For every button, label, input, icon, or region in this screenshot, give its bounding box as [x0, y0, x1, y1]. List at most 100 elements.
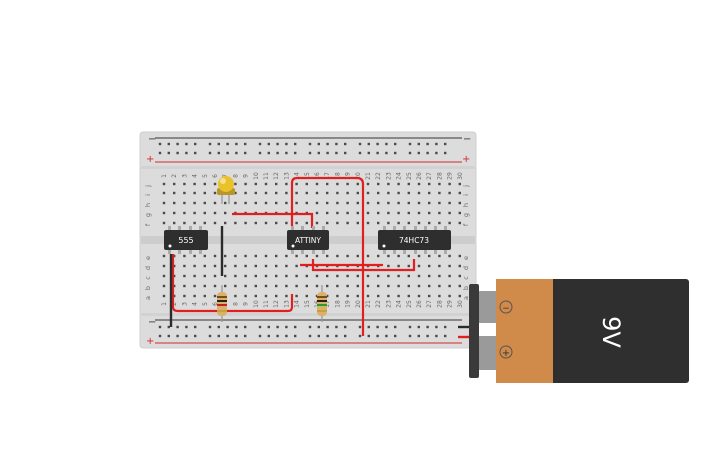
breadboard-hole[interactable] — [305, 221, 308, 225]
breadboard-hole[interactable] — [376, 325, 379, 329]
breadboard-hole[interactable] — [183, 201, 186, 205]
breadboard-hole[interactable] — [426, 142, 429, 146]
breadboard-hole[interactable] — [417, 151, 420, 155]
breadboard-hole[interactable] — [276, 142, 279, 146]
breadboard-hole[interactable] — [376, 334, 379, 338]
breadboard-hole[interactable] — [158, 334, 162, 338]
breadboard-hole[interactable] — [417, 294, 421, 298]
breadboard-hole[interactable] — [173, 191, 176, 195]
breadboard-hole[interactable] — [162, 294, 166, 298]
breadboard-hole[interactable] — [326, 334, 329, 338]
breadboard-hole[interactable] — [193, 201, 196, 205]
breadboard-hole[interactable] — [385, 142, 388, 146]
breadboard-hole[interactable] — [176, 325, 179, 329]
breadboard-hole[interactable] — [417, 182, 421, 186]
breadboard-hole[interactable] — [254, 284, 257, 288]
breadboard-hole[interactable] — [356, 294, 359, 298]
breadboard-hole[interactable] — [435, 151, 438, 155]
breadboard-hole[interactable] — [377, 274, 380, 278]
breadboard-hole[interactable] — [276, 151, 279, 155]
breadboard-hole[interactable] — [244, 142, 247, 146]
breadboard-hole[interactable] — [344, 142, 347, 146]
breadboard-hole[interactable] — [183, 221, 186, 225]
breadboard-hole[interactable] — [336, 182, 339, 186]
breadboard-hole[interactable] — [224, 264, 227, 268]
breadboard-hole[interactable] — [458, 254, 461, 258]
breadboard-hole[interactable] — [448, 191, 451, 195]
breadboard-hole[interactable] — [183, 274, 186, 278]
breadboard-hole[interactable] — [335, 325, 338, 329]
breadboard-hole[interactable] — [346, 274, 349, 278]
breadboard-hole[interactable] — [344, 334, 347, 338]
breadboard-hole[interactable] — [234, 201, 237, 205]
breadboard-hole[interactable] — [387, 182, 390, 186]
breadboard-hole[interactable] — [305, 274, 308, 278]
breadboard-hole[interactable] — [167, 334, 170, 338]
breadboard-hole[interactable] — [213, 284, 217, 288]
breadboard-hole[interactable] — [428, 294, 431, 298]
breadboard-hole[interactable] — [417, 334, 420, 338]
breadboard-hole[interactable] — [367, 325, 370, 329]
breadboard-hole[interactable] — [336, 191, 339, 195]
breadboard-hole[interactable] — [317, 151, 320, 155]
breadboard-hole[interactable] — [438, 284, 441, 288]
breadboard-hole[interactable] — [234, 182, 237, 186]
breadboard-hole[interactable] — [377, 211, 380, 215]
breadboard-hole[interactable] — [367, 151, 370, 155]
breadboard-hole[interactable] — [335, 151, 338, 155]
breadboard-hole[interactable] — [448, 254, 451, 258]
breadboard-hole[interactable] — [317, 142, 320, 146]
breadboard-hole[interactable] — [193, 264, 196, 268]
breadboard-hole[interactable] — [183, 182, 186, 186]
breadboard-hole[interactable] — [185, 325, 188, 329]
breadboard-hole[interactable] — [366, 254, 370, 258]
breadboard-hole[interactable] — [208, 151, 212, 155]
breadboard-hole[interactable] — [448, 274, 451, 278]
breadboard-hole[interactable] — [438, 254, 441, 258]
breadboard-hole[interactable] — [295, 264, 298, 268]
breadboard-hole[interactable] — [294, 325, 297, 329]
breadboard-hole[interactable] — [185, 151, 188, 155]
breadboard-hole[interactable] — [326, 211, 329, 215]
breadboard-hole[interactable] — [444, 151, 447, 155]
breadboard-hole[interactable] — [295, 294, 298, 298]
breadboard-hole[interactable] — [305, 191, 308, 195]
breadboard-hole[interactable] — [356, 201, 359, 205]
breadboard-hole[interactable] — [254, 182, 257, 186]
breadboard-hole[interactable] — [448, 182, 451, 186]
breadboard-hole[interactable] — [185, 142, 188, 146]
breadboard-hole[interactable] — [397, 191, 400, 195]
breadboard-hole[interactable] — [367, 142, 370, 146]
breadboard-hole[interactable] — [254, 201, 257, 205]
breadboard-hole[interactable] — [336, 284, 339, 288]
breadboard-hole[interactable] — [305, 182, 308, 186]
breadboard-hole[interactable] — [285, 151, 288, 155]
breadboard-hole[interactable] — [458, 191, 461, 195]
breadboard-hole[interactable] — [173, 201, 176, 205]
breadboard-hole[interactable] — [173, 284, 176, 288]
breadboard-hole[interactable] — [315, 254, 319, 258]
breadboard-hole[interactable] — [264, 254, 268, 258]
breadboard-hole[interactable] — [428, 211, 431, 215]
breadboard-hole[interactable] — [226, 334, 229, 338]
breadboard-hole[interactable] — [336, 211, 339, 215]
breadboard-hole[interactable] — [458, 211, 461, 215]
breadboard-hole[interactable] — [183, 284, 186, 288]
breadboard-hole[interactable] — [203, 221, 206, 225]
breadboard-hole[interactable] — [315, 191, 319, 195]
breadboard-hole[interactable] — [346, 201, 349, 205]
breadboard-hole[interactable] — [344, 151, 347, 155]
breadboard-hole[interactable] — [326, 191, 329, 195]
breadboard-hole[interactable] — [385, 151, 388, 155]
breadboard-hole[interactable] — [397, 182, 400, 186]
breadboard-hole[interactable] — [305, 294, 308, 298]
breadboard-hole[interactable] — [438, 274, 441, 278]
breadboard-hole[interactable] — [235, 325, 238, 329]
breadboard-hole[interactable] — [254, 274, 257, 278]
breadboard-hole[interactable] — [213, 294, 217, 298]
breadboard-holes[interactable] — [158, 142, 461, 338]
breadboard-hole[interactable] — [208, 334, 212, 338]
breadboard-hole[interactable] — [193, 221, 196, 225]
ic-555[interactable]: 555 — [164, 226, 208, 254]
breadboard-hole[interactable] — [438, 221, 441, 225]
